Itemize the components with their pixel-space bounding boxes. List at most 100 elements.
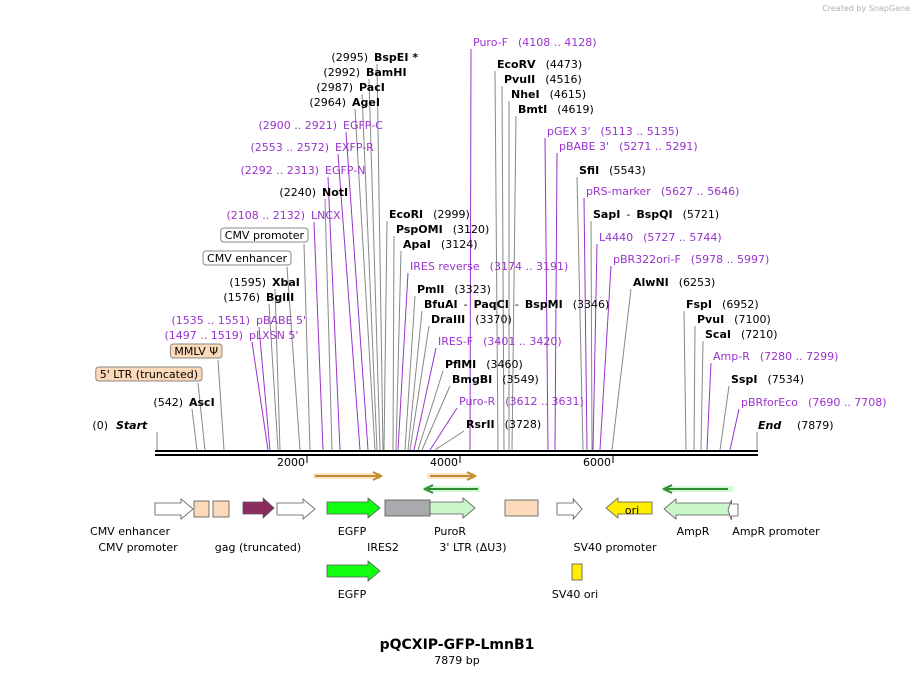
site-ecori: EcoRI(2999)	[389, 208, 470, 221]
site-l4440: L4440(5727 .. 5744)	[599, 231, 722, 244]
svg-text:(1497 .. 1519): (1497 .. 1519)	[164, 329, 243, 342]
site-pbabe-3: pBABE 3'(5271 .. 5291)	[559, 140, 698, 153]
svg-text:EcoRV: EcoRV	[497, 58, 536, 71]
feature-name: CMV enhancer	[90, 525, 170, 538]
svg-text:Start: Start	[116, 419, 148, 432]
site-mmlv: MMLV Ψ	[169, 343, 223, 359]
svg-text:PflMI: PflMI	[445, 358, 476, 371]
svg-text:L4440: L4440	[599, 231, 633, 244]
svg-text:BamHI: BamHI	[366, 66, 407, 79]
site-pmli: PmlI(3323)	[417, 283, 491, 296]
svg-text:EcoRI: EcoRI	[389, 208, 423, 221]
site-connector-line	[258, 326, 271, 451]
site-bglii: (1576) BglII	[223, 291, 294, 304]
svg-text:BmtI: BmtI	[518, 103, 547, 116]
site-lncx: (2108 .. 2132)LNCX	[226, 209, 341, 222]
site-asci: (542)AscI	[153, 396, 214, 409]
site-amp-r: Amp-R(7280 .. 7299)	[713, 350, 838, 363]
feature-name: EGFP	[338, 588, 367, 601]
svg-text:(7879): (7879)	[797, 419, 834, 432]
feature-name: AmpR	[677, 525, 710, 538]
site-bspei: (2995)BspEI*	[331, 51, 418, 64]
site-connector-line	[407, 310, 423, 451]
svg-text:BglII: BglII	[266, 291, 294, 304]
axis-ticks: 2000 4000 6000	[277, 455, 614, 469]
svg-text:PacI: PacI	[359, 81, 385, 94]
svg-text:AscI: AscI	[189, 396, 215, 409]
feature-cmv-enhancer: CMV enhancer	[90, 498, 194, 538]
site-connector-line	[368, 78, 381, 451]
svg-text:(4615): (4615)	[550, 88, 587, 101]
tick-label-2000: 2000	[277, 456, 305, 469]
svg-text:(1576): (1576)	[223, 291, 260, 304]
site-pgex-3: pGEX 3'(5113 .. 5135)	[547, 125, 679, 138]
site-connector-line	[590, 220, 593, 451]
svg-text:(6253): (6253)	[679, 276, 716, 289]
feature-3-ltr-u3: 3' LTR (ΔU3)	[439, 499, 539, 554]
svg-text:BspQI: BspQI	[636, 208, 672, 221]
svg-text:(1595): (1595)	[229, 276, 266, 289]
site-bmgbi: BmgBI(3549)	[452, 373, 539, 386]
svg-text:BspEI: BspEI	[374, 51, 408, 64]
svg-text:XbaI: XbaI	[272, 276, 300, 289]
svg-text:(2108 .. 2132): (2108 .. 2132)	[226, 209, 305, 222]
svg-text:End: End	[758, 419, 781, 432]
svg-text:IRES reverse: IRES reverse	[410, 260, 480, 273]
feature-label-text: 5' LTR (truncated)	[100, 368, 198, 381]
site-scai: ScaI(7210)	[705, 328, 778, 341]
feature-name: IRES2	[367, 541, 399, 554]
svg-text:EGFP-N: EGFP-N	[325, 164, 365, 177]
site-sapi: SapI-BspQI(5721)	[593, 208, 719, 221]
site-pflmi: PflMI(3460)	[445, 358, 523, 371]
feature-ampr: AmpR	[663, 498, 731, 538]
snapgene-credit: Created by SnapGene	[822, 4, 910, 13]
site-agei: (2964)AgeI	[309, 96, 380, 109]
svg-text:(2553 .. 2572): (2553 .. 2572)	[250, 141, 329, 154]
svg-text:BspMI: BspMI	[525, 298, 563, 311]
site-pbrforeco: pBRforEco(7690 .. 7708)	[741, 396, 887, 409]
site-connector-line	[197, 382, 206, 451]
svg-text:(2992): (2992)	[323, 66, 360, 79]
svg-text:(7690 .. 7708): (7690 .. 7708)	[808, 396, 887, 409]
svg-text:(4619): (4619)	[557, 103, 594, 116]
svg-text:(5721): (5721)	[683, 208, 720, 221]
svg-text:(7210): (7210)	[741, 328, 778, 341]
svg-text:(3728): (3728)	[505, 418, 542, 431]
site-connector-line	[274, 288, 281, 451]
svg-text:(7534): (7534)	[767, 373, 804, 386]
svg-text:PvuII: PvuII	[504, 73, 535, 86]
svg-text:-: -	[464, 298, 468, 311]
svg-text:(3346): (3346)	[573, 298, 610, 311]
svg-text:(2964): (2964)	[309, 96, 346, 109]
site-egfp-c: (2900 .. 2921)EGFP-C	[258, 119, 383, 132]
svg-text:(3401 .. 3420): (3401 .. 3420)	[483, 335, 562, 348]
site-connector-line	[268, 303, 279, 451]
site-exfp-r: (2553 .. 2572)EXFP-R	[250, 141, 374, 154]
feature-name: 3' LTR (ΔU3)	[439, 541, 506, 554]
feature-label-text: CMV enhancer	[207, 252, 287, 265]
feature-ori: ori	[605, 497, 653, 519]
site-connector-line	[511, 115, 517, 451]
site-connector-lines	[191, 48, 740, 451]
site-connector-line	[327, 176, 341, 451]
svg-text:(4473): (4473)	[546, 58, 583, 71]
svg-text:(3323): (3323)	[454, 283, 491, 296]
site-connector-line	[324, 198, 333, 451]
site-nhei: NheI(4615)	[511, 88, 586, 101]
feature-name: gag (truncated)	[215, 541, 301, 554]
site-connector-line	[354, 108, 376, 451]
site-pvui: PvuI(7100)	[697, 313, 771, 326]
plasmid-title: pQCXIP-GFP-LmnB1 7879 bp	[380, 637, 535, 667]
site-puro-r: Puro-R(3612 .. 3631)	[459, 395, 584, 408]
site-egfp-n: (2292 .. 2313)EGFP-N	[240, 164, 365, 177]
feature-egfp: EGFP	[326, 497, 381, 538]
svg-text:-: -	[515, 298, 519, 311]
svg-text:pGEX 3': pGEX 3'	[547, 125, 591, 138]
svg-text:IRES-F: IRES-F	[438, 335, 473, 348]
site-connector-line	[693, 325, 696, 451]
site-plxsn-5: (1497 .. 1519)pLXSN 5'	[164, 329, 298, 342]
svg-text:(4516): (4516)	[545, 73, 582, 86]
site-connector-line	[706, 362, 712, 451]
